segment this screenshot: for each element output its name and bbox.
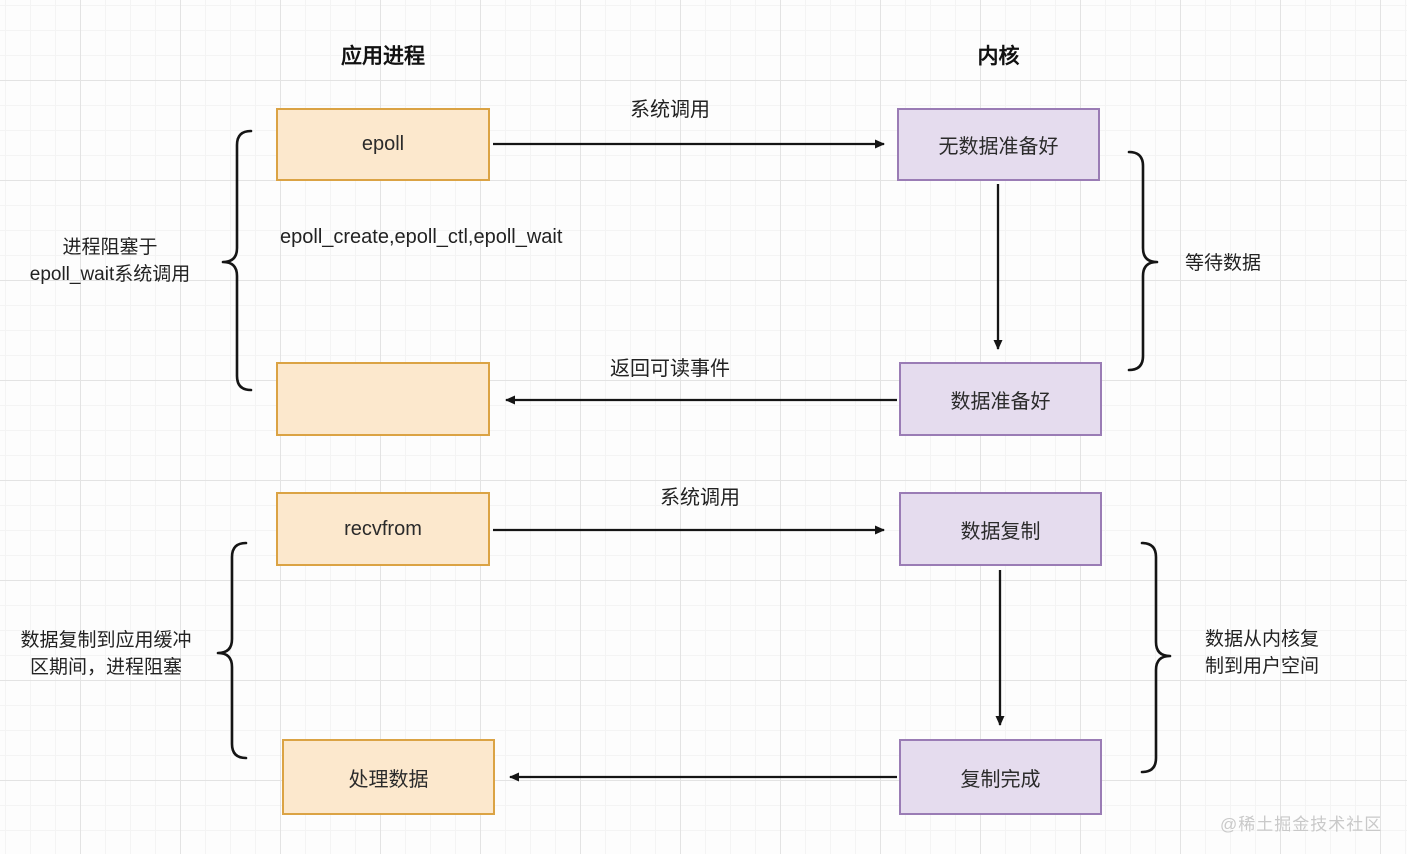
edge-label-syscall-top: 系统调用 [630,99,710,121]
node-copy-done: 复制完成 [899,739,1102,815]
annotation-left-top: 进程阻塞于 epoll_wait系统调用 [5,234,215,288]
node-recvfrom-label: recvfrom [344,517,422,540]
annotation-left-top-line1: 进程阻塞于 [62,237,158,258]
edge-label-syscall-bottom: 系统调用 [660,487,740,509]
annotation-left-bottom-line2: 区期间，进程阻塞 [29,657,182,678]
column-title-kernel: 内核 [977,45,1020,68]
node-empty [276,362,490,436]
annotation-right-bottom: 数据从内核复 制到用户空间 [1205,626,1319,680]
node-epoll: epoll [276,108,490,181]
brace-left-top [221,129,253,392]
brace-right-top [1127,150,1159,372]
node-copy-done-label: 复制完成 [960,768,1041,791]
node-epoll-label: epoll [361,133,405,155]
brace-right-bottom [1140,541,1172,774]
node-data-copy-label: 数据复制 [960,520,1041,543]
annotation-right-top: 等待数据 [1185,253,1262,274]
node-data-ready: 数据准备好 [899,362,1102,436]
node-process-data-label: 处理数据 [348,768,429,791]
annotation-left-bottom-line1: 数据复制到应用缓冲 [20,630,192,651]
annotation-right-bottom-line2: 制到用户空间 [1205,656,1320,677]
annotation-right-bottom-line1: 数据从内核复 [1205,629,1320,650]
annotation-left-top-line2: epoll_wait系统调用 [29,264,191,285]
column-title-app-process: 应用进程 [341,45,425,68]
annotation-left-bottom: 数据复制到应用缓冲 区期间，进程阻塞 [0,627,212,681]
node-no-data-ready: 无数据准备好 [897,108,1100,181]
node-no-data-ready-label: 无数据准备好 [938,136,1059,158]
edge-label-epoll-apis: epoll_create,epoll_ctl,epoll_wait [280,226,563,248]
node-data-ready-label: 数据准备好 [950,390,1051,413]
node-recvfrom: recvfrom [276,492,490,566]
node-data-copy: 数据复制 [899,492,1102,566]
edge-label-return-readable: 返回可读事件 [610,358,730,380]
watermark: @稀土掘金技术社区 [1220,815,1383,834]
brace-left-bottom [216,541,248,760]
node-process-data: 处理数据 [282,739,495,815]
